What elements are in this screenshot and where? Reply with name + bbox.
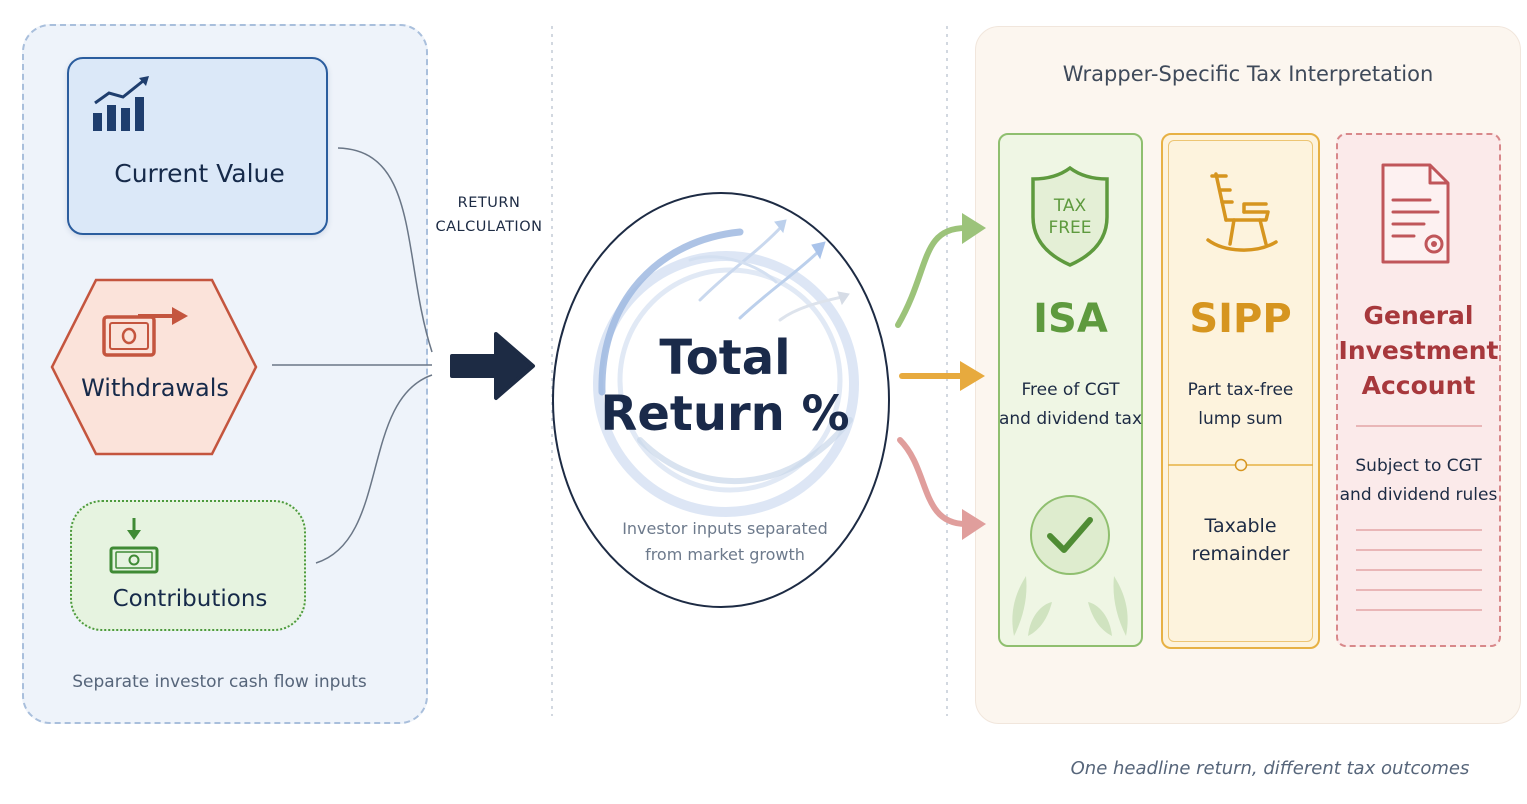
arrow-to-isa [895, 225, 969, 328]
return-calculation-line1: RETURN [457, 195, 521, 211]
isa-description: Free of CGT and dividend tax [998, 376, 1143, 434]
sipp-taxable-line2: remainder [1191, 543, 1290, 565]
isa-title: ISA [1033, 296, 1108, 342]
cash-in-icon [109, 518, 159, 574]
sipp-taxable-line1: Taxable [1204, 515, 1277, 537]
total-return-subtitle-line2: from market growth [645, 545, 805, 564]
tax-free-badge-line1: TAX [1053, 196, 1087, 216]
leaf-icon [1012, 576, 1128, 636]
isa-description-line1: Free of CGT [1021, 380, 1120, 400]
cash-out-icon [102, 307, 188, 357]
gia-title-line2: Investment [1338, 336, 1499, 365]
sipp-description-line2: lump sum [1198, 409, 1283, 429]
tax-panel-title: Wrapper-Specific Tax Interpretation [1062, 62, 1434, 86]
swirl-arc [598, 228, 744, 396]
rocking-chair-icon [1206, 172, 1278, 252]
total-return-subtitle-line1: Investor inputs separated [622, 519, 828, 538]
sipp-description: Part tax-free lump sum [1161, 376, 1320, 434]
current-value-card: Current Value [67, 57, 328, 235]
gia-description: Subject to CGT and dividend rules [1336, 452, 1501, 510]
withdrawals-label: Withdrawals [81, 374, 229, 402]
contributions-label: Contributions [112, 586, 268, 612]
gia-description-line1: Subject to CGT [1355, 456, 1482, 476]
gia-title-line1: General [1363, 301, 1474, 330]
connector-contributions [315, 374, 433, 564]
total-return-title-line2: Return % [600, 386, 850, 442]
document-icon [1381, 163, 1450, 264]
inputs-caption: Separate investor cash flow inputs [72, 672, 367, 692]
tax-free-badge-line2: FREE [1048, 218, 1091, 238]
swirl-ring-outer [593, 251, 859, 517]
swirl-ring-inner [617, 267, 843, 493]
check-circle-icon [1030, 495, 1110, 575]
gia-title: General Investment Account [1336, 298, 1501, 403]
isa-check-area [1012, 495, 1128, 636]
isa-description-line2: and dividend tax [998, 409, 1143, 429]
gia-rule-lines [1356, 425, 1482, 611]
tax-free-shield-icon: TAX FREE [1031, 165, 1109, 267]
growth-arrows-icon [688, 219, 850, 322]
arrow-head-sipp-icon [960, 361, 985, 391]
footer-caption: One headline return, different tax outco… [1070, 758, 1470, 779]
bar-chart-growth-icon [93, 76, 149, 131]
gia-title-line3: Account [1361, 371, 1476, 400]
swirl-arc-lower [637, 417, 853, 485]
sipp-taxable-description: Taxable remainder [1161, 512, 1320, 568]
return-calculation-label: RETURN CALCULATION [430, 191, 548, 239]
sipp-title: SIPP [1189, 296, 1292, 342]
connector-current-value [337, 147, 433, 353]
return-calculation-line2: CALCULATION [435, 219, 543, 235]
total-return-title-line1: Total [659, 330, 791, 386]
sipp-description-line1: Part tax-free [1187, 380, 1294, 400]
contributions-card: Contributions [70, 500, 306, 631]
total-return-subtitle: Investor inputs separated from market gr… [600, 516, 850, 568]
sipp-divider [1168, 458, 1313, 472]
sipp-column-inner-border [1168, 140, 1313, 642]
gia-description-line2: and dividend rules [1339, 485, 1498, 505]
arrow-head-isa-icon [962, 213, 986, 244]
arrow-to-gia [897, 437, 969, 527]
total-return-title: Total Return % [600, 330, 850, 442]
check-icon [1047, 517, 1093, 553]
arrow-head-gia-icon [962, 509, 986, 540]
current-value-label: Current Value [114, 159, 285, 188]
calculation-arrow-icon [450, 332, 535, 400]
